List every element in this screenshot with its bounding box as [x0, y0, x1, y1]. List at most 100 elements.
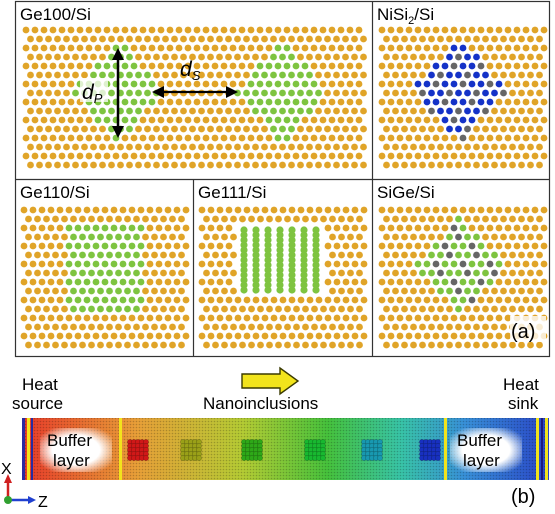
dp-label: dP: [82, 81, 103, 106]
ge-atom: [464, 233, 471, 241]
ge-atom: [137, 242, 145, 250]
si-atom: [202, 98, 210, 106]
ge-atom: [441, 260, 449, 268]
si-atom: [225, 296, 233, 304]
si-atom: [311, 341, 318, 349]
si-atom: [306, 125, 313, 133]
ge-atom: [240, 286, 248, 294]
si-atom: [202, 26, 210, 34]
si-atom: [238, 98, 246, 106]
si-atom: [540, 80, 548, 88]
si-atom: [169, 305, 176, 313]
si-atom: [383, 53, 390, 61]
si-atom: [504, 260, 512, 268]
si-atom: [247, 152, 255, 160]
ni-atom: [468, 62, 476, 70]
si-atom: [40, 134, 48, 142]
si-dark-atom: [446, 251, 453, 259]
ge-atom: [265, 62, 273, 70]
si-atom: [437, 53, 444, 61]
ge-atom: [288, 89, 295, 97]
ge-atom: [312, 226, 320, 234]
si-atom: [500, 143, 507, 151]
si-atom: [468, 314, 476, 322]
si-atom: [182, 332, 190, 340]
ge-atom: [459, 296, 467, 304]
si-atom: [79, 323, 86, 331]
ge-atom: [283, 98, 291, 106]
ge-atom: [83, 296, 91, 304]
ni-atom: [473, 71, 480, 79]
si-atom: [410, 107, 417, 115]
ge100-atoms: [22, 26, 367, 169]
ge110-atoms: [20, 206, 190, 349]
ge-atom: [97, 233, 104, 241]
si-atom: [297, 53, 304, 61]
si-atom: [355, 116, 363, 124]
si-atom: [212, 233, 219, 241]
si-atom: [536, 35, 543, 43]
si-atom: [396, 98, 404, 106]
si-atom: [234, 143, 241, 151]
si-atom: [504, 62, 512, 70]
si-atom: [477, 206, 485, 214]
si-atom: [360, 242, 368, 250]
ge-atom: [276, 261, 284, 269]
si-atom: [36, 71, 43, 79]
si-atom: [40, 152, 48, 160]
ge-atom: [312, 286, 320, 294]
si-atom: [225, 242, 233, 250]
si-atom: [169, 251, 176, 259]
si-atom: [509, 71, 516, 79]
si-atom: [189, 35, 196, 43]
si-atom: [509, 161, 516, 169]
ge-atom: [437, 287, 444, 295]
si-atom: [482, 35, 489, 43]
si-atom: [20, 206, 28, 214]
si-atom: [405, 62, 413, 70]
si-atom: [383, 215, 390, 223]
si-atom: [401, 341, 408, 349]
ge-atom: [312, 256, 320, 264]
si-atom: [491, 215, 498, 223]
si-atom: [182, 206, 190, 214]
si-atom: [441, 224, 449, 232]
si-atom: [423, 116, 431, 124]
si-atom: [392, 251, 399, 259]
si-atom: [328, 44, 336, 52]
si-atom: [333, 296, 341, 304]
si-atom: [284, 215, 291, 223]
si-atom: [477, 134, 485, 142]
si-atom: [414, 98, 422, 106]
ni-atom: [432, 98, 440, 106]
ge-atom: [115, 251, 122, 259]
si-atom: [25, 215, 32, 223]
si-atom: [121, 152, 129, 160]
si-atom: [347, 341, 354, 349]
si-atom: [531, 296, 539, 304]
si-atom: [383, 287, 390, 295]
si-atom: [333, 161, 340, 169]
si-atom: [536, 125, 543, 133]
ge-atom: [264, 226, 272, 234]
si-atom: [396, 80, 404, 88]
si-atom: [284, 305, 291, 313]
ge-atom: [288, 236, 296, 244]
si-atom: [189, 107, 196, 115]
si-atom: [419, 53, 426, 61]
si-atom: [477, 116, 485, 124]
si-atom: [527, 233, 534, 241]
si-atom: [342, 224, 350, 232]
si-atom: [178, 251, 185, 259]
ni-atom: [428, 89, 435, 97]
si-atom: [486, 206, 494, 214]
si-atom: [207, 35, 214, 43]
si-atom: [160, 269, 167, 277]
ge-atom: [79, 233, 86, 241]
si-atom: [180, 143, 187, 151]
ni-atom: [468, 80, 476, 88]
si-atom: [22, 98, 30, 106]
si-atom: [428, 53, 435, 61]
ge-atom: [265, 98, 273, 106]
si-atom: [67, 80, 75, 88]
